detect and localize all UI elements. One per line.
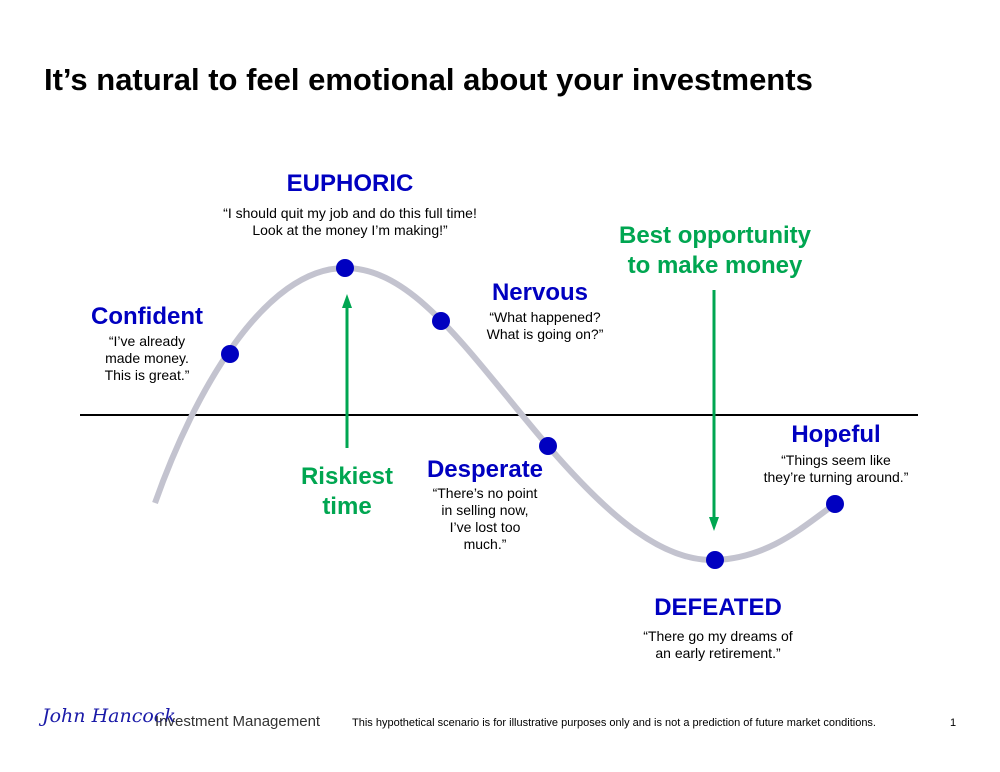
confident-label: Confident [91,303,203,330]
john-hancock-logo: John Hancock [42,705,176,727]
hopeful-label: Hopeful [791,421,881,448]
riskiest-arrow [342,294,352,448]
defeated-quote: “There go my dreams of an early retireme… [643,628,793,661]
best-opportunity-arrow [709,290,719,531]
euphoric-label: EUPHORIC [286,170,414,197]
desperate-quote: “There’s no point in selling now, I’ve l… [432,485,538,552]
point-nervous [432,312,450,330]
nervous-label: Nervous [491,279,589,306]
hopeful-quote: “Things seem like they’re turning around… [763,452,909,485]
point-hopeful [826,495,844,513]
desperate-label: Desperate [426,456,544,483]
market-cycle-curve [152,264,837,564]
point-defeated [706,551,724,569]
slide-title: It’s natural to feel emotional about you… [44,62,813,97]
best-opportunity-label: Best opportunity to make money [619,222,811,279]
disclaimer: This hypothetical scenario is for illust… [352,717,876,729]
point-euphoric [336,259,354,277]
confident-quote: “I’ve already made money. This is great.… [104,333,190,383]
brand-suffix: Investment Management [155,713,321,730]
point-desperate [539,437,557,455]
page-number: 1 [950,717,957,729]
nervous-quote: “What happened? What is going on?” [486,309,604,342]
point-confident [221,345,239,363]
euphoric-quote: “I should quit my job and do this full t… [223,205,477,238]
riskiest-time-label: Riskiest time [300,463,394,520]
defeated-label: DEFEATED [654,594,782,621]
